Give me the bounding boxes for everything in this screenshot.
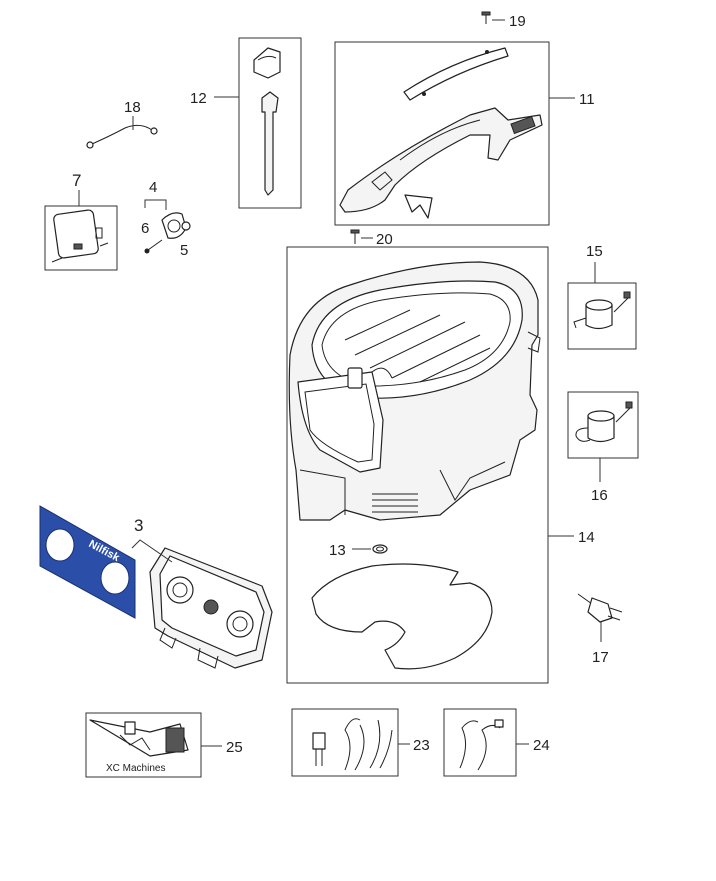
label-7: 7	[72, 171, 81, 190]
part-17-plug: 17	[577, 593, 623, 666]
part-14-filter-plate	[311, 563, 493, 670]
part-24-group: 24	[443, 708, 550, 777]
box-24	[443, 708, 517, 777]
label-24: 24	[533, 737, 550, 754]
part-handle-cover	[403, 47, 509, 101]
part-19-screw: 19	[481, 11, 526, 30]
part-13-oring	[372, 544, 388, 554]
part-12-cap	[253, 47, 281, 79]
box-12	[238, 37, 302, 209]
part-16-group: 16	[567, 391, 639, 504]
part-11-handle-group: 11	[334, 41, 595, 226]
part-12-group: 12	[190, 37, 302, 209]
label-19: 19	[509, 13, 526, 30]
part-14-housing-group: 13 14	[286, 246, 595, 684]
part-3-decal: Nilfisk	[39, 505, 136, 619]
box-16	[567, 391, 639, 459]
part-7-group: 7	[44, 171, 118, 271]
part-18-cable: 18	[86, 99, 158, 149]
label-5: 5	[180, 242, 188, 259]
part-3-group: Nilfisk 3	[39, 505, 273, 669]
caption-xc-machines: XC Machines	[106, 763, 165, 774]
part-handle-body	[339, 107, 543, 213]
box-14	[286, 246, 549, 684]
label-18: 18	[124, 99, 141, 116]
label-17: 17	[592, 649, 609, 666]
label-4: 4	[149, 179, 157, 196]
box-7	[44, 205, 118, 271]
label-25: 25	[226, 739, 243, 756]
part-15-group: 15	[567, 243, 637, 350]
label-12: 12	[190, 90, 207, 107]
label-20: 20	[376, 231, 393, 248]
part-23-group: 23	[291, 708, 430, 777]
part-5-washer	[181, 221, 191, 231]
label-23: 23	[413, 737, 430, 754]
box-15	[567, 282, 637, 350]
part-25-group: XC Machines 25	[85, 712, 243, 778]
box-23	[291, 708, 399, 777]
box-25	[85, 712, 202, 778]
part-20-screw: 20	[350, 229, 393, 248]
label-11: 11	[579, 91, 595, 108]
part-12-rod	[261, 91, 279, 196]
part-16-clamp	[587, 415, 615, 443]
label-15: 15	[586, 243, 603, 260]
part-15-clamp	[585, 304, 613, 330]
label-13: 13	[329, 542, 346, 559]
box-11	[334, 41, 550, 226]
label-3: 3	[134, 516, 143, 535]
label-16: 16	[591, 487, 608, 504]
part-7-switch	[53, 209, 99, 259]
part-4-knob-group: 4 6 5	[141, 179, 191, 259]
label-6: 6	[141, 220, 149, 237]
label-14: 14	[578, 529, 595, 546]
